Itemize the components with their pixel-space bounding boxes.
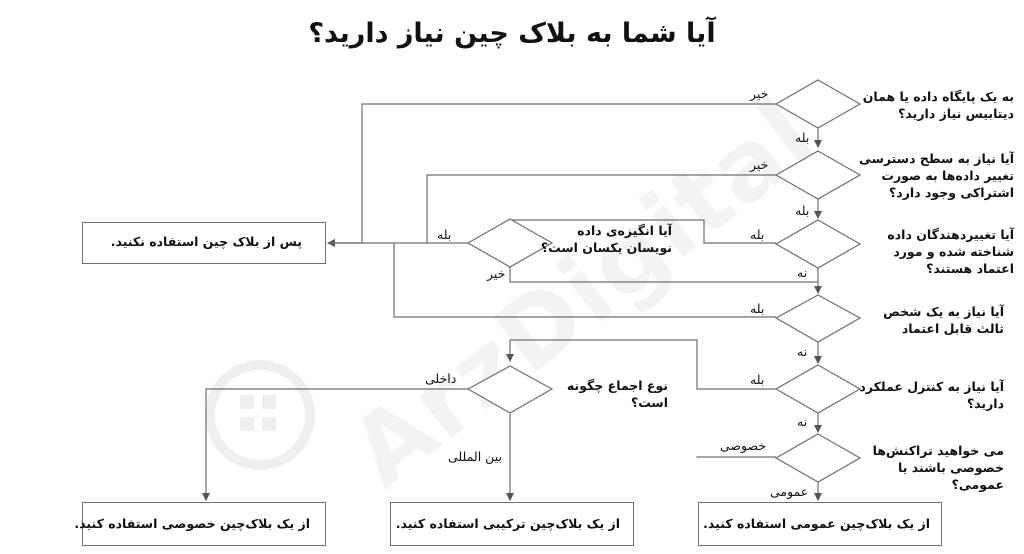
question-public-or-private: می خواهید تراکنش‌ها خصوصی باشند یا عمومی…	[872, 443, 1004, 492]
page-title: آیا شما به بلاک چین نیاز دارید؟	[308, 18, 716, 49]
question-aligned-incentives: آیا انگیزه‌ی داده نویسان یکسان است؟	[540, 223, 672, 255]
decision-q7	[466, 218, 554, 268]
result-private-box	[82, 502, 326, 546]
label-q4-yes: بله	[750, 301, 765, 316]
label-q3-yes: بله	[750, 227, 765, 242]
result-private: از یک بلاک‌چین خصوصی استفاده کنید.	[74, 516, 310, 531]
label-q2-yes: بله	[795, 203, 810, 218]
question-trusted-third-party: آیا نیاز به یک شخص ثالث قابل اعتماد	[883, 304, 1004, 336]
label-q3-na: نه	[797, 265, 808, 280]
label-q8-internal: داخلی	[425, 371, 457, 386]
result-no-blockchain-box	[82, 222, 326, 264]
question-database: به یک پایگاه داده یا همان دیتابیس نیاز د…	[862, 89, 1014, 121]
question-consensus-type: نوع اجماع چگونه است؟	[566, 378, 668, 410]
result-public: از یک بلاک‌چین عمومی استفاده کنید.	[703, 516, 930, 531]
decision-q5	[774, 364, 862, 414]
result-no-blockchain: پس از بلاک چین استفاده نکنید.	[110, 234, 302, 249]
decision-q2	[774, 150, 862, 200]
question-control-functionality: آیا نیاز به کنترل عملکرد دارید؟	[859, 379, 1004, 411]
label-q5-na: نه	[797, 414, 808, 429]
label-q6-public: عمومی	[770, 484, 809, 499]
question-shared-write-access: آیا نیاز به سطح دسترسی تغییر داده‌ها به …	[858, 151, 1014, 200]
result-hybrid: از یک بلاک‌چین ترکیبی استفاده کنید.	[395, 516, 620, 531]
label-q2-no: خیر	[750, 157, 769, 172]
decision-q6	[774, 433, 862, 483]
label-q1-no: خیر	[750, 86, 769, 101]
label-q4-na: نه	[797, 344, 808, 359]
question-known-writers: آیا تغییردهندگان داده شناخته شده و مورد …	[887, 227, 1014, 276]
decision-q8	[466, 365, 554, 414]
result-public-box	[698, 502, 942, 546]
label-q8-international: بین المللی	[448, 449, 502, 464]
decision-q4	[774, 294, 862, 343]
watermark-logo-icon	[205, 360, 315, 470]
label-q7-yes: بله	[437, 227, 452, 242]
label-q7-no: خیر	[487, 266, 506, 281]
label-q5-yes: بله	[750, 372, 765, 387]
label-q1-yes: بله	[795, 130, 810, 145]
decision-q3	[774, 219, 862, 269]
result-hybrid-box	[390, 502, 634, 546]
decision-q1	[774, 79, 862, 129]
label-q6-private: خصوصی	[720, 438, 767, 453]
